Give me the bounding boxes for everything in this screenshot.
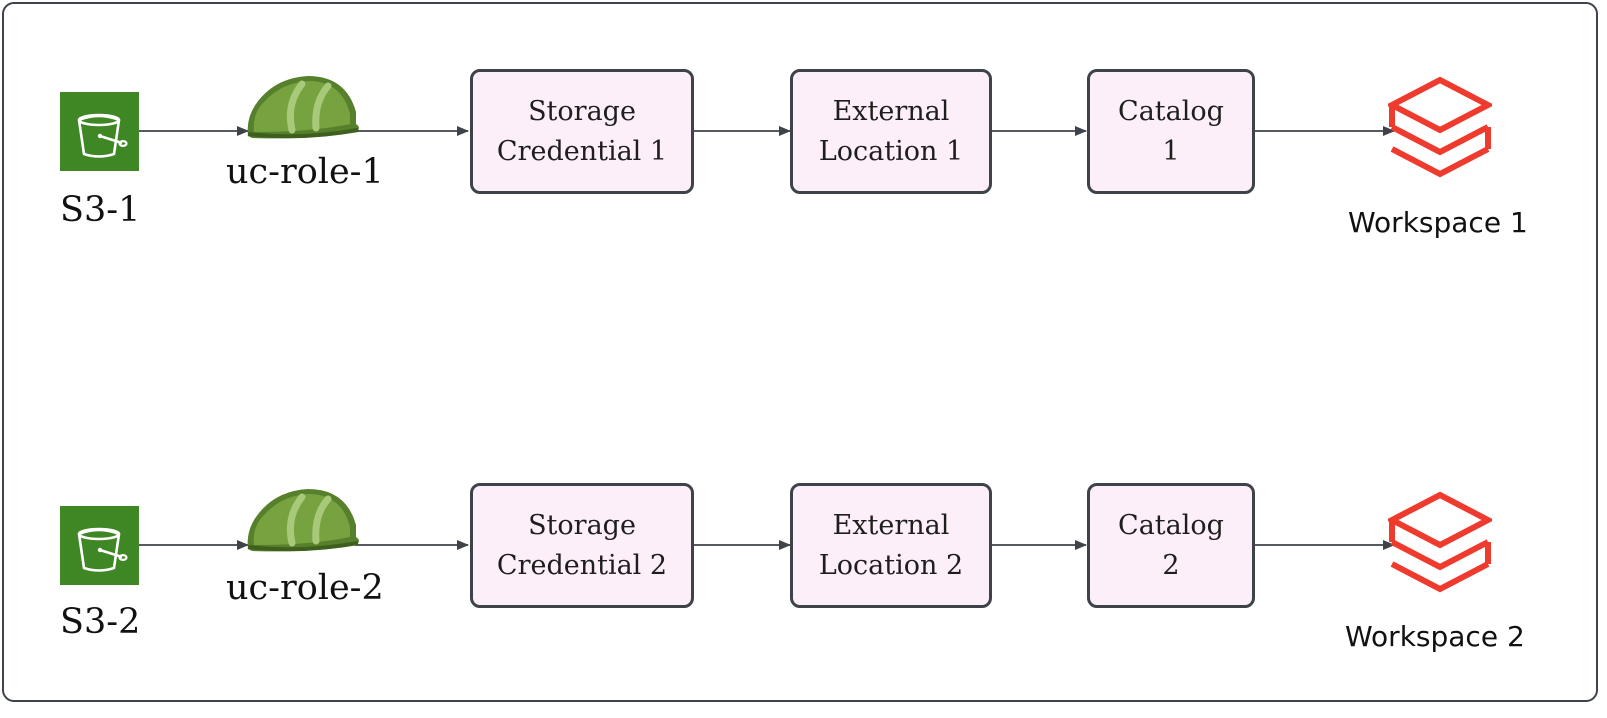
external-location-line-2: Location 1 [818, 135, 964, 167]
storage-credential-box: Storage Credential 2 [470, 483, 694, 608]
storage-credential-box: Storage Credential 1 [470, 69, 694, 194]
catalog-box: Catalog 1 [1087, 69, 1255, 194]
external-location-box: External Location 2 [790, 483, 992, 608]
s3-bucket-label: S3-1 [60, 190, 141, 230]
role-label: uc-role-1 [226, 152, 384, 192]
helmet-icon [242, 487, 362, 553]
catalog-line-2: 2 [1162, 549, 1180, 581]
storage-credential-line-1: Storage [528, 509, 636, 541]
external-location-line-1: External [832, 509, 950, 541]
databricks-layers-icon [1388, 490, 1492, 602]
external-location-line-2: Location 2 [818, 549, 964, 581]
s3-bucket-icon [60, 506, 139, 585]
catalog-line-2: 1 [1162, 135, 1180, 167]
storage-credential-line-1: Storage [528, 95, 636, 127]
catalog-line-1: Catalog [1118, 95, 1224, 127]
catalog-box: Catalog 2 [1087, 483, 1255, 608]
workspace-label: Workspace 1 [1348, 206, 1528, 239]
external-location-box: External Location 1 [790, 69, 992, 194]
workspace-label: Workspace 2 [1345, 620, 1525, 653]
role-label: uc-role-2 [226, 568, 384, 608]
external-location-line-1: External [832, 95, 950, 127]
helmet-icon [242, 74, 362, 140]
databricks-layers-icon [1388, 75, 1492, 187]
s3-bucket-label: S3-2 [60, 602, 141, 642]
storage-credential-line-2: Credential 1 [496, 135, 668, 167]
catalog-line-1: Catalog [1118, 509, 1224, 541]
s3-bucket-icon [60, 92, 139, 171]
storage-credential-line-2: Credential 2 [496, 549, 668, 581]
